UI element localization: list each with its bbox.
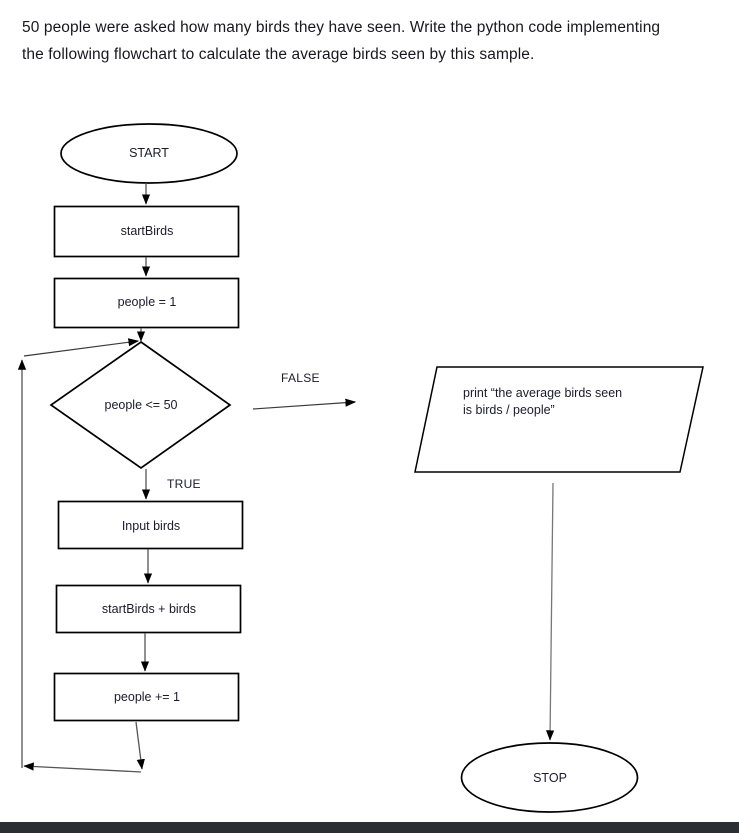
node-input-birds-shape xyxy=(57,500,244,550)
node-people-init-shape xyxy=(53,277,240,329)
node-start-birds-label: startBirds xyxy=(120,224,174,238)
prompt-text: 50 people were asked how many birds they… xyxy=(22,19,661,63)
node-stop-label: STOP xyxy=(533,771,567,785)
node-people-init-label: people = 1 xyxy=(117,295,177,309)
node-increment-shape xyxy=(53,672,240,722)
connector-print-to-stop xyxy=(545,482,555,741)
node-start-label: START xyxy=(129,146,169,160)
node-increment-label: people += 1 xyxy=(113,690,181,704)
node-start-shape xyxy=(60,123,238,184)
bottom-bar xyxy=(0,822,739,833)
branch-label-false: FALSE xyxy=(281,371,320,385)
node-accumulate-label: startBirds + birds xyxy=(101,602,197,616)
connector-increment-to-loopdown xyxy=(135,721,145,770)
node-start-birds-shape xyxy=(53,205,240,258)
node-condition-label: people <= 50 xyxy=(104,398,178,412)
node-stop-shape xyxy=(460,742,639,813)
node-input-birds-label: Input birds xyxy=(121,519,181,533)
connector-loop-back-to-condition xyxy=(23,338,140,357)
node-condition-shape xyxy=(49,340,232,470)
node-print-output-shape xyxy=(414,366,704,473)
branch-label-true: TRUE xyxy=(167,477,201,491)
node-accumulate-shape xyxy=(55,584,242,634)
connector-condition-false-to-print xyxy=(252,398,357,410)
node-print-output-label: print “the average birds seen is birds /… xyxy=(463,386,623,417)
connector-loop-bottom-horizontal xyxy=(23,762,142,773)
